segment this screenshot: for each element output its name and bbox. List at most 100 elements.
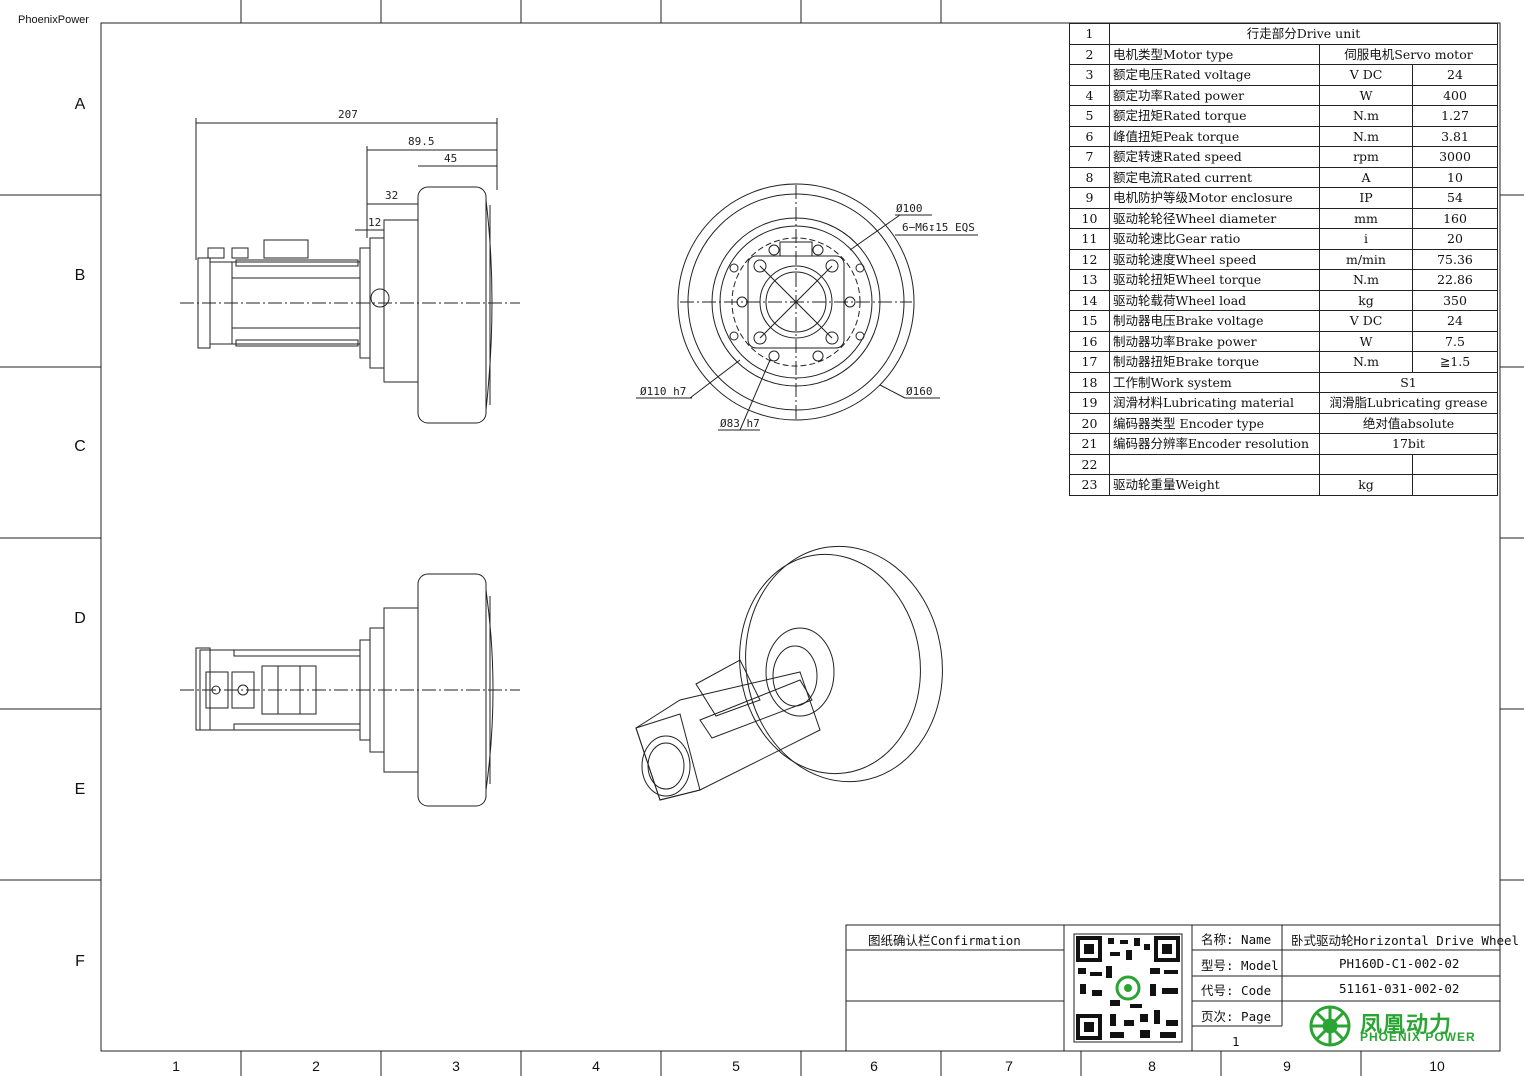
code-label: 代号: Code <box>1201 983 1272 998</box>
col-label-8: 8 <box>1148 1058 1156 1074</box>
spec-index: 17 <box>1069 351 1110 373</box>
spec-index: 16 <box>1069 330 1110 352</box>
spec-value: 22.86 <box>1412 269 1498 291</box>
spec-unit: IP <box>1319 187 1413 209</box>
col-label-1: 1 <box>172 1058 180 1074</box>
row-label-e: E <box>74 781 86 798</box>
spec-unit: W <box>1319 84 1413 106</box>
spec-parameter: 驱动轮速比Gear ratio <box>1109 228 1320 250</box>
iso-view <box>635 545 943 801</box>
spec-parameter: 编码器分辨率Encoder resolution <box>1109 433 1320 455</box>
spec-unit <box>1319 453 1413 475</box>
spec-unit: W <box>1319 330 1413 352</box>
dim-45: 45 <box>444 152 457 165</box>
page-label: 页次: Page <box>1201 1009 1272 1024</box>
spec-value: 润滑脂Lubricating grease <box>1319 392 1498 414</box>
spec-value: 10 <box>1412 166 1498 188</box>
spec-index: 6 <box>1069 125 1110 147</box>
spec-value: 7.5 <box>1412 330 1498 352</box>
spec-parameter: 额定电压Rated voltage <box>1109 64 1320 86</box>
spec-value: ≧1.5 <box>1412 351 1498 373</box>
spec-index: 9 <box>1069 187 1110 209</box>
dim-207: 207 <box>338 108 358 121</box>
spec-index: 11 <box>1069 228 1110 250</box>
spec-value: 54 <box>1412 187 1498 209</box>
code-value: 51161-031-002-02 <box>1339 981 1460 996</box>
spec-index: 12 <box>1069 248 1110 270</box>
spec-unit: N.m <box>1319 269 1413 291</box>
logo-text-en: PHOENIX POWER <box>1360 1030 1476 1044</box>
col-label-3: 3 <box>452 1058 460 1074</box>
model-value: PH160D-C1-002-02 <box>1339 956 1460 971</box>
dim-32: 32 <box>385 189 398 202</box>
spec-value <box>1412 474 1498 496</box>
spec-unit: rpm <box>1319 146 1413 168</box>
spec-unit: m/min <box>1319 248 1413 270</box>
spec-unit: V DC <box>1319 64 1413 86</box>
spec-value: 伺服电机Servo motor <box>1319 43 1498 65</box>
spec-value: 160 <box>1412 207 1498 229</box>
spec-parameter: 制动器扭矩Brake torque <box>1109 351 1320 373</box>
spec-value <box>1412 453 1498 475</box>
spec-parameter: 制动器功率Brake power <box>1109 330 1320 352</box>
dim-d110: Ø110 h7 <box>640 385 686 398</box>
spec-parameter: 驱动轮扭矩Wheel torque <box>1109 269 1320 291</box>
spec-index: 23 <box>1069 474 1110 496</box>
spec-parameter: 制动器电压Brake voltage <box>1109 310 1320 332</box>
side-view <box>180 118 520 424</box>
spec-parameter: 电机类型Motor type <box>1109 43 1320 65</box>
spec-unit: A <box>1319 166 1413 188</box>
row-label-b: B <box>74 267 86 284</box>
spec-index: 15 <box>1069 310 1110 332</box>
name-label: 名称: Name <box>1201 932 1272 947</box>
dim-d100: Ø100 <box>896 202 923 215</box>
model-label: 型号: Model <box>1201 958 1279 973</box>
spec-value: 24 <box>1412 310 1498 332</box>
dim-d83: Ø83 h7 <box>720 417 760 430</box>
spec-index: 18 <box>1069 371 1110 393</box>
spec-index: 8 <box>1069 166 1110 188</box>
spec-index: 14 <box>1069 289 1110 311</box>
spec-index: 13 <box>1069 269 1110 291</box>
spec-parameter: 电机防护等级Motor enclosure <box>1109 187 1320 209</box>
spec-unit: i <box>1319 228 1413 250</box>
spec-unit: N.m <box>1319 125 1413 147</box>
confirmation-label: 图纸确认栏Confirmation <box>868 933 1021 948</box>
dim-89-5: 89.5 <box>408 135 435 148</box>
spec-parameter: 工作制Work system <box>1109 371 1320 393</box>
row-label-f: F <box>75 953 85 970</box>
spec-parameter: 驱动轮轮径Wheel diameter <box>1109 207 1320 229</box>
spec-index: 10 <box>1069 207 1110 229</box>
col-label-10: 10 <box>1429 1058 1445 1074</box>
qr-code <box>1073 933 1183 1043</box>
spec-parameter: 驱动轮载荷Wheel load <box>1109 289 1320 311</box>
spec-unit: N.m <box>1319 351 1413 373</box>
col-label-4: 4 <box>592 1058 600 1074</box>
spec-value: 3.81 <box>1412 125 1498 147</box>
spec-index: 19 <box>1069 392 1110 414</box>
spec-parameter: 驱动轮速度Wheel speed <box>1109 248 1320 270</box>
spec-unit: N.m <box>1319 105 1413 127</box>
spec-parameter: 峰值扭矩Peak torque <box>1109 125 1320 147</box>
spec-parameter: 额定电流Rated current <box>1109 166 1320 188</box>
spec-section-title: 行走部分Drive unit <box>1109 23 1498 45</box>
spec-parameter: 额定扭矩Rated torque <box>1109 105 1320 127</box>
spec-parameter: 额定转速Rated speed <box>1109 146 1320 168</box>
